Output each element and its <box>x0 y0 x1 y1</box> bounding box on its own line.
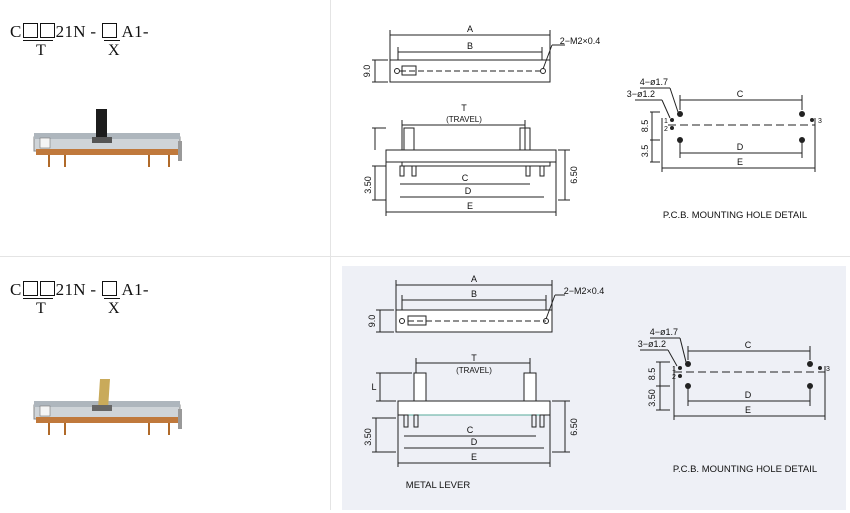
pcb-dim-C: C <box>745 340 752 350</box>
dim-D: D <box>465 186 472 196</box>
dimension-drawing: A B 2−M2×0.4 9.0 T (TRAVEL) C D E 3.50 6… <box>362 24 822 221</box>
dim-hole: 2−M2×0.4 <box>564 286 605 296</box>
model-placeholder-box <box>39 281 55 296</box>
model-placeholder-box <box>22 23 38 38</box>
dim-hole: 2−M2×0.4 <box>560 36 601 46</box>
model-placeholder-box <box>101 281 117 296</box>
dim-A: A <box>467 24 473 34</box>
dim-travel: (TRAVEL) <box>446 115 482 124</box>
model-sub-x: X <box>108 300 120 317</box>
pcb-hole-17: 4−ø1.7 <box>650 327 678 337</box>
pcb-hole-12: 3−ø1.2 <box>638 339 666 349</box>
pcb-caption: P.C.B. MOUNTING HOLE DETAIL <box>673 464 817 475</box>
dimension-drawing: A B 2−M2×0.4 9.0 T (TRAVEL) L C D E 3.50… <box>363 274 830 491</box>
pin-2: 2 <box>664 126 668 133</box>
overline-x <box>104 298 120 299</box>
slide-potentiometer-photo <box>33 379 182 435</box>
dim-3-50: 3.50 <box>363 428 373 446</box>
model-placeholder-box <box>39 23 55 38</box>
pcb-caption: P.C.B. MOUNTING HOLE DETAIL <box>663 210 807 221</box>
dim-T: T <box>461 103 467 113</box>
metal-lever <box>98 379 110 409</box>
dim-E: E <box>467 201 473 211</box>
model-sub-x: X <box>108 42 120 59</box>
pcb-dim-D: D <box>745 390 752 400</box>
pcb-dim-E: E <box>745 405 751 415</box>
pcb-dim-E: E <box>737 157 743 167</box>
dim-E: E <box>471 452 477 462</box>
pin-1: 1 <box>672 366 676 373</box>
dim-9: 9.0 <box>362 65 372 78</box>
lever <box>96 109 107 141</box>
column-separator <box>330 0 331 510</box>
model-sub-t: T <box>36 42 46 59</box>
slide-potentiometer-photo <box>33 109 182 167</box>
dim-B: B <box>467 41 473 51</box>
dim-C: C <box>467 425 474 435</box>
dim-B: B <box>471 289 477 299</box>
pcb-dim-C: C <box>737 89 744 99</box>
overline-t <box>23 298 53 299</box>
dim-A: A <box>471 274 477 284</box>
dim-T: T <box>471 353 477 363</box>
pin-3: 3 <box>826 366 830 373</box>
dim-6-50: 6.50 <box>569 418 579 436</box>
pin-2: 2 <box>672 374 676 381</box>
row-separator <box>0 256 850 257</box>
pcb-dim-8-5: 8.5 <box>640 120 650 133</box>
overline-t <box>23 40 53 41</box>
dim-C: C <box>462 173 469 183</box>
metal-lever-caption: METAL LEVER <box>406 480 471 491</box>
pcb-dim-D: D <box>737 142 744 152</box>
pcb-dim-3-50: 3.50 <box>647 389 657 407</box>
dim-D: D <box>471 437 478 447</box>
dim-3-50: 3.50 <box>363 176 373 194</box>
dim-L: L <box>371 382 376 392</box>
pcb-hole-17: 4−ø1.7 <box>640 77 668 87</box>
dim-9: 9.0 <box>367 315 377 328</box>
pin-3: 3 <box>818 118 822 125</box>
model-placeholder-box <box>101 23 117 38</box>
pin-1: 1 <box>664 118 668 125</box>
dim-travel: (TRAVEL) <box>456 366 492 375</box>
dim-6-50: 6.50 <box>569 166 579 184</box>
pcb-dim-8-5: 8.5 <box>647 368 657 381</box>
pcb-dim-3-5: 3.5 <box>640 145 650 158</box>
pcb-hole-12: 3−ø1.2 <box>627 89 655 99</box>
overline-x <box>104 40 120 41</box>
model-sub-t: T <box>36 300 46 317</box>
model-placeholder-box <box>22 281 38 296</box>
